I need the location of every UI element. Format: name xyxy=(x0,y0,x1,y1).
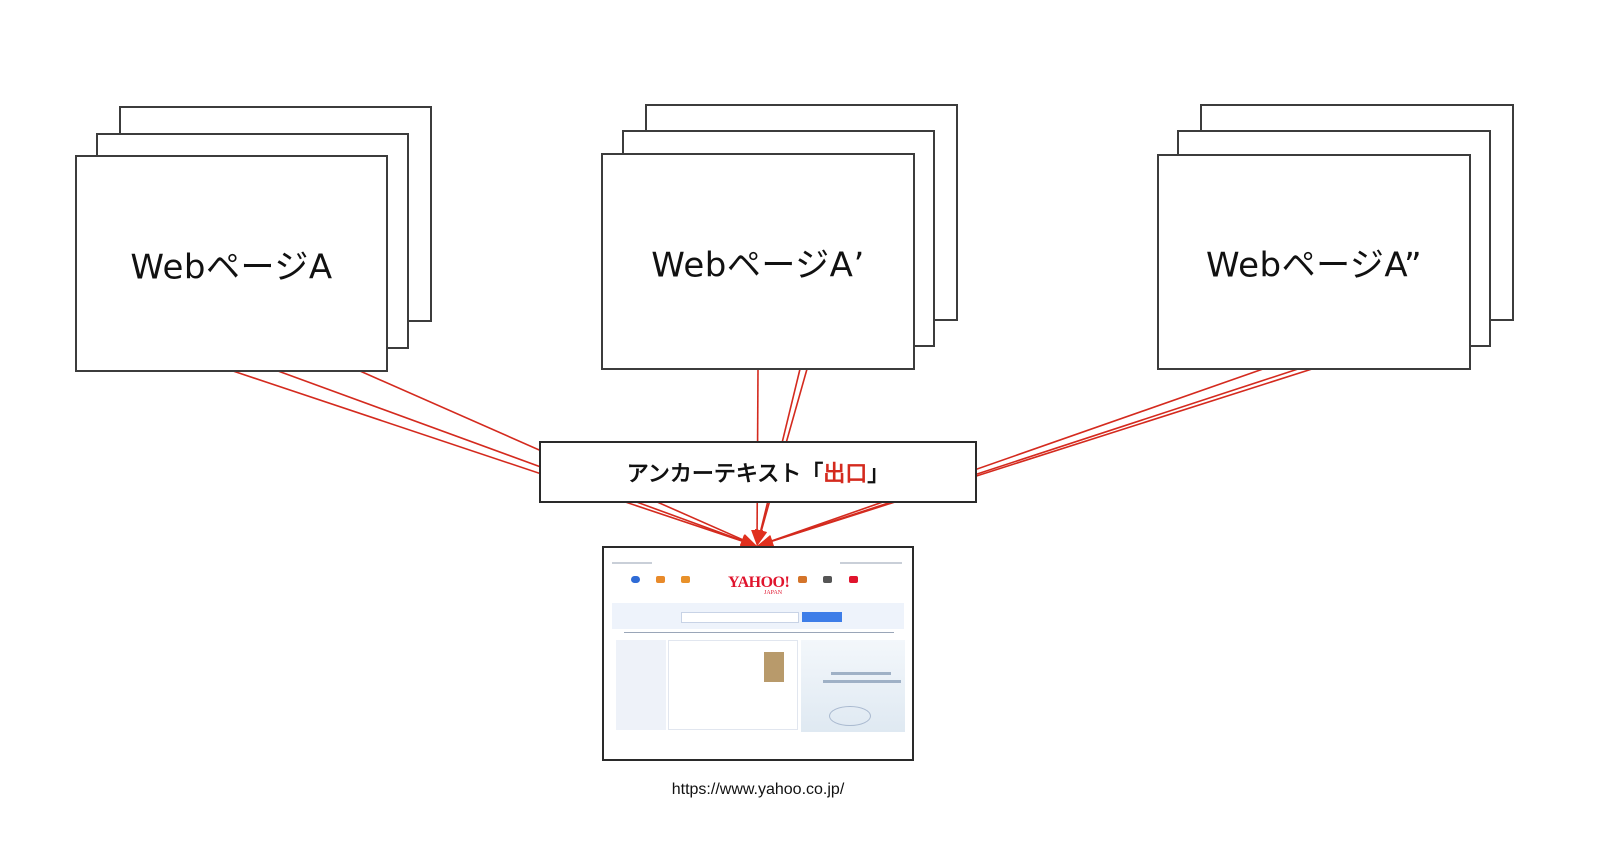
link-line xyxy=(771,368,1264,542)
card-icon xyxy=(823,576,832,583)
thumb-ad-text-line xyxy=(831,672,891,675)
yahoo-logo-sub: JAPAN xyxy=(764,590,783,596)
yahoo-logo: YAHOO! xyxy=(728,574,790,591)
thumb-top-bar-right xyxy=(840,562,902,564)
premium-icon xyxy=(631,576,640,583)
page-a-double-prime-front-card[interactable]: WebページA” xyxy=(1157,154,1471,370)
thumb-news-strip xyxy=(624,632,894,633)
shopping-cart-icon xyxy=(681,576,690,583)
anchor-text-highlight: 出口 xyxy=(823,462,868,487)
page-a-double-prime-label: WebページA” xyxy=(1205,245,1423,286)
anchor-text-box: アンカーテキスト「出口」 xyxy=(539,441,977,503)
link-line xyxy=(771,368,1299,542)
arrowhead-icon xyxy=(739,534,757,546)
anchor-text-prefix: アンカーテキスト「 xyxy=(626,462,824,487)
target-page-thumbnail[interactable]: YAHOO! JAPAN xyxy=(602,546,914,761)
link-line xyxy=(232,370,743,542)
thumb-ad-logo xyxy=(829,706,871,726)
target-url[interactable]: https://www.yahoo.co.jp/ xyxy=(671,781,845,798)
thumb-top-bar xyxy=(612,562,652,564)
thumb-search-input xyxy=(681,612,799,623)
mail-icon xyxy=(849,576,858,583)
travel-icon xyxy=(798,576,807,583)
thumb-search-button xyxy=(802,612,842,622)
thumb-ad-banner xyxy=(801,640,905,732)
auction-icon xyxy=(656,576,665,583)
page-a-prime-front-card[interactable]: WebページA’ xyxy=(601,153,915,370)
anchor-text-suffix: 」 xyxy=(867,462,890,487)
page-a-prime-label: WebページA’ xyxy=(651,245,865,285)
link-line xyxy=(772,368,1313,542)
arrowhead-icon xyxy=(757,535,775,547)
thumb-sidebar xyxy=(616,640,666,730)
arrowhead-icon xyxy=(755,528,768,546)
thumb-news-image xyxy=(764,652,784,682)
page-a-label: WebページA xyxy=(130,247,333,287)
page-a-front-card[interactable]: WebページA xyxy=(75,155,388,372)
thumb-ad-text-line xyxy=(823,680,901,683)
link-line xyxy=(277,370,743,542)
